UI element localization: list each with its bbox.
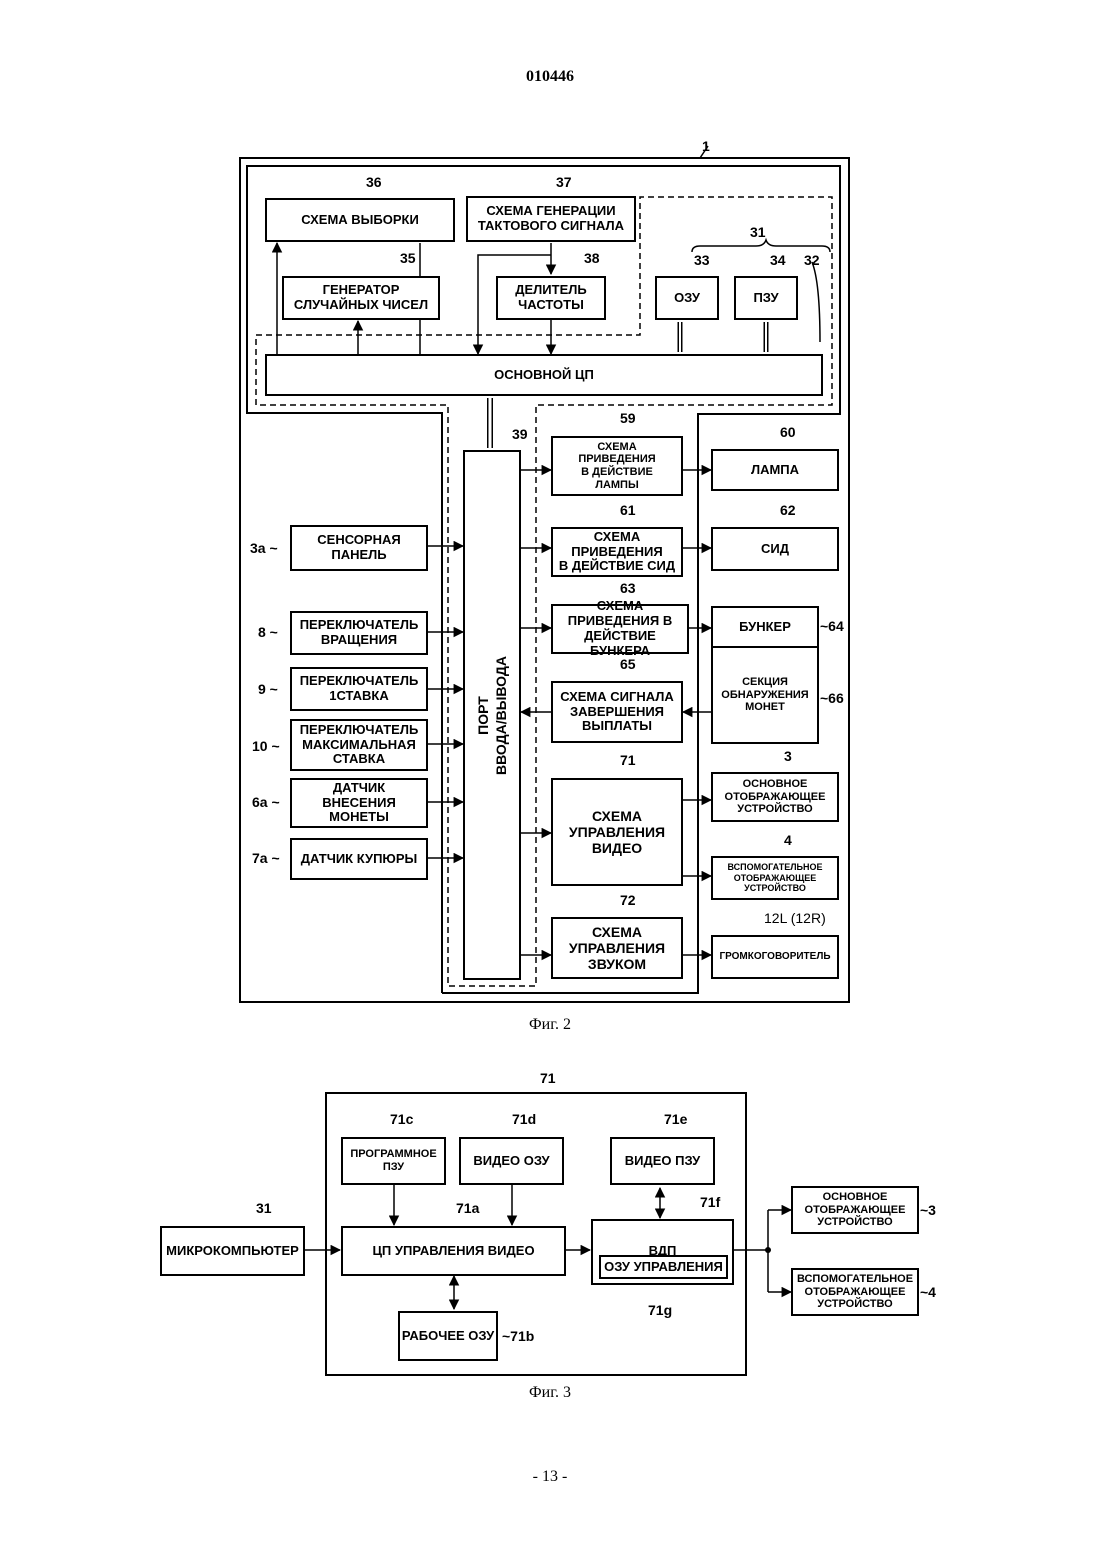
ref-label: 9 ~: [258, 681, 278, 697]
ref-label: 31: [750, 224, 766, 240]
lamp-driver-block: СХЕМА ПРИВЕДЕНИЯ В ДЕЙСТВИЕ ЛАМПЫ: [551, 436, 683, 496]
ref-label: 63: [620, 580, 636, 596]
vdp-block: ВДП ОЗУ УПРАВЛЕНИЯ: [591, 1219, 734, 1285]
ref-label: ~66: [820, 690, 844, 706]
video-rom-block: ВИДЕО ПЗУ: [610, 1137, 715, 1185]
main-display-block: ОСНОВНОЕ ОТОБРАЖАЮЩЕЕ УСТРОЙСТВО: [711, 772, 839, 822]
ref-label: 33: [694, 252, 710, 268]
control-ram-block: ОЗУ УПРАВЛЕНИЯ: [599, 1255, 728, 1279]
ref-label: 1: [702, 138, 710, 154]
sound-control-block: СХЕМА УПРАВЛЕНИЯ ЗВУКОМ: [551, 917, 683, 979]
rom-block: ПЗУ: [734, 276, 798, 320]
bill-sensor-block: ДАТЧИК КУПЮРЫ: [290, 838, 428, 880]
work-ram-block: РАБОЧЕЕ ОЗУ: [398, 1311, 498, 1361]
ref-label: 6a ~: [252, 794, 280, 810]
ref-label: 32: [804, 252, 820, 268]
ref-label: 71g: [648, 1302, 672, 1318]
microcomputer-block: МИКРОКОМПЬЮТЕР: [160, 1226, 305, 1276]
bet1-switch-block: ПЕРЕКЛЮЧАТЕЛЬ 1СТАВКА: [290, 667, 428, 711]
video-control-cpu-block: ЦП УПРАВЛЕНИЯ ВИДЕО: [341, 1226, 566, 1276]
ref-label: 71e: [664, 1111, 687, 1127]
figure-2-caption: Фиг. 2: [0, 1016, 1100, 1034]
ref-label: 72: [620, 892, 636, 908]
ref-label: 3a ~: [250, 540, 278, 556]
io-port-block: ПОРТ ВВОДА/ВЫВОДА: [463, 450, 521, 980]
ref-label: 71a: [456, 1200, 479, 1216]
ref-label: ~71b: [502, 1328, 534, 1344]
clock-generator-block: СХЕМА ГЕНЕРАЦИИ ТАКТОВОГО СИГНАЛА: [466, 196, 636, 242]
ref-label: 71: [540, 1070, 556, 1086]
ref-label: ~3: [920, 1202, 936, 1218]
ref-label: 38: [584, 250, 600, 266]
ref-label: 3: [784, 748, 792, 764]
ref-label: 71f: [700, 1194, 720, 1210]
ref-label: 36: [366, 174, 382, 190]
ref-label: 34: [770, 252, 786, 268]
sampling-circuit-block: СХЕМА ВЫБОРКИ: [265, 198, 455, 242]
random-number-generator-block: ГЕНЕРАТОР СЛУЧАЙНЫХ ЧИСЕЛ: [282, 276, 440, 320]
ref-label: 61: [620, 502, 636, 518]
main-display-block: ОСНОВНОЕ ОТОБРАЖАЮЩЕЕ УСТРОЙСТВО: [791, 1186, 919, 1234]
lamp-block: ЛАМПА: [711, 449, 839, 491]
ref-label: 60: [780, 424, 796, 440]
ref-label: 7a ~: [252, 850, 280, 866]
ref-label: 35: [400, 250, 416, 266]
figure-3-caption: Фиг. 3: [0, 1384, 1100, 1402]
hopper-driver-block: СХЕМА ПРИВЕДЕНИЯ В ДЕЙСТВИЕ БУНКЕРА: [551, 604, 689, 654]
led-block: СИД: [711, 527, 839, 571]
hopper-block: БУНКЕР: [711, 606, 819, 648]
coin-sensor-block: ДАТЧИК ВНЕСЕНИЯ МОНЕТЫ: [290, 778, 428, 828]
payout-complete-block: СХЕМА СИГНАЛА ЗАВЕРШЕНИЯ ВЫПЛАТЫ: [551, 681, 683, 743]
io-port-label: ПОРТ ВВОДА/ВЫВОДА: [475, 656, 510, 775]
spin-switch-block: ПЕРЕКЛЮЧАТЕЛЬ ВРАЩЕНИЯ: [290, 611, 428, 655]
ref-label: 62: [780, 502, 796, 518]
coin-detection-block: СЕКЦИЯ ОБНАРУЖЕНИЯ МОНЕТ: [711, 646, 819, 744]
ref-label: 39: [512, 426, 528, 442]
ref-label: 59: [620, 410, 636, 426]
ram-block: ОЗУ: [655, 276, 719, 320]
ref-label: 71: [620, 752, 636, 768]
ref-label: 71c: [390, 1111, 413, 1127]
program-rom-block: ПРОГРАММНОЕ ПЗУ: [341, 1137, 446, 1185]
ref-label: 8 ~: [258, 624, 278, 640]
video-control-block: СХЕМА УПРАВЛЕНИЯ ВИДЕО: [551, 778, 683, 886]
touch-panel-block: СЕНСОРНАЯ ПАНЕЛЬ: [290, 525, 428, 571]
aux-display-block: ВСПОМОГАТЕЛЬНОЕ ОТОБРАЖАЮЩЕЕ УСТРОЙСТВО: [791, 1268, 919, 1316]
ref-label: 65: [620, 656, 636, 672]
ref-label: 10 ~: [252, 738, 280, 754]
ref-label: 37: [556, 174, 572, 190]
ref-label: 31: [256, 1200, 272, 1216]
led-driver-block: СХЕМА ПРИВЕДЕНИЯ В ДЕЙСТВИЕ СИД: [551, 527, 683, 577]
speaker-block: ГРОМКОГОВОРИТЕЛЬ: [711, 935, 839, 979]
ref-label: 12L (12R): [764, 910, 826, 926]
ref-label: ~64: [820, 618, 844, 634]
ref-label: ~4: [920, 1284, 936, 1300]
frequency-divider-block: ДЕЛИТЕЛЬ ЧАСТОТЫ: [496, 276, 606, 320]
main-cpu-block: ОСНОВНОЙ ЦП: [265, 354, 823, 396]
ref-label: 4: [784, 832, 792, 848]
video-ram-block: ВИДЕО ОЗУ: [459, 1137, 564, 1185]
maxbet-switch-block: ПЕРЕКЛЮЧАТЕЛЬ МАКСИМАЛЬНАЯ СТАВКА: [290, 719, 428, 771]
ref-label: 71d: [512, 1111, 536, 1127]
aux-display-block: ВСПОМОГАТЕЛЬНОЕ ОТОБРАЖАЮЩЕЕ УСТРОЙСТВО: [711, 856, 839, 900]
